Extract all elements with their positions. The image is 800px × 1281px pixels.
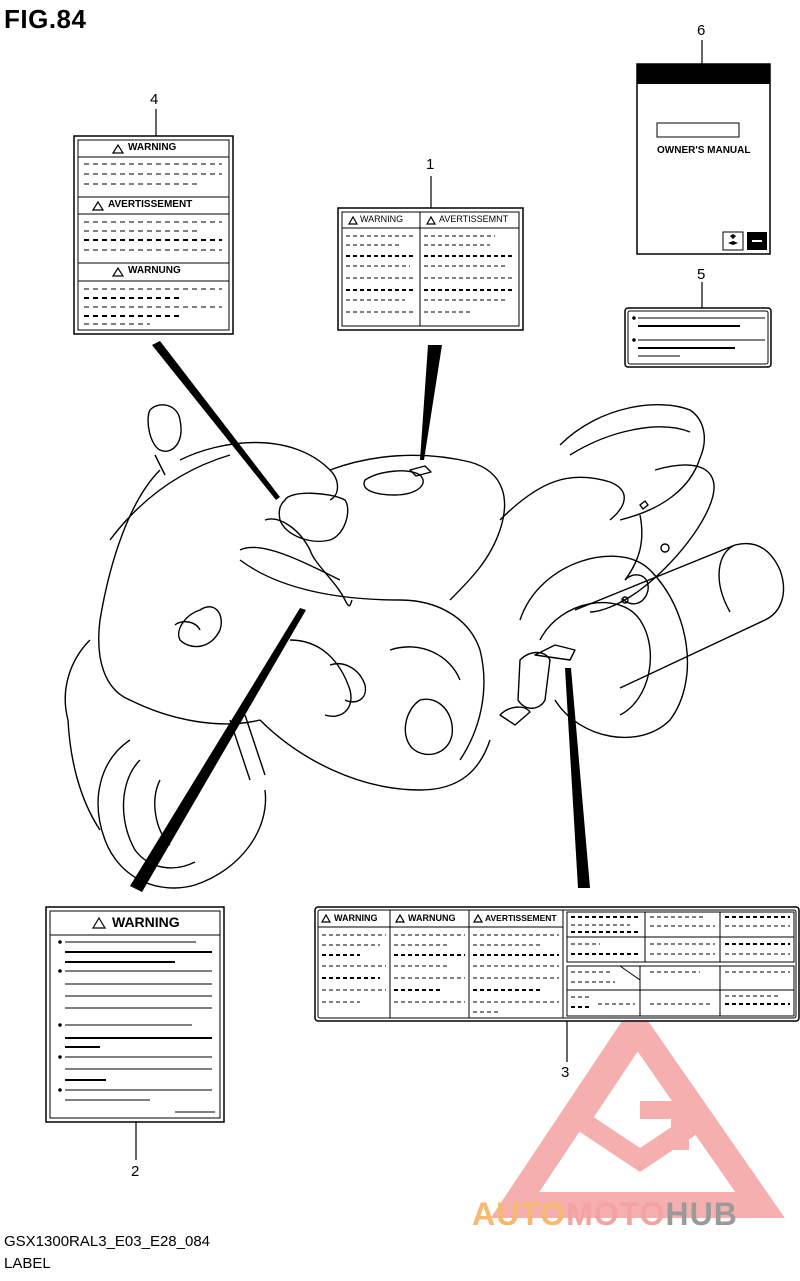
callout-3: 3 [561, 1064, 570, 1081]
owners-manual-title: OWNER'S MANUAL [657, 145, 751, 156]
label2-warning-heading: WARNING [112, 914, 180, 930]
warning-triangle-icons [91, 143, 484, 929]
label4-warnung-heading: WARNUNG [128, 265, 181, 276]
label3-warnung-heading: WARNUNG [408, 913, 456, 923]
watermark-text: AUTOMOTOHUB [472, 1196, 738, 1233]
owners-manual-diagram [636, 63, 771, 255]
watermark-text-auto: AUTO [472, 1196, 567, 1232]
callout-2: 2 [131, 1163, 140, 1180]
label1-warning-heading: WARNING [360, 214, 404, 224]
figure-caption: LABEL [4, 1255, 51, 1272]
leader-lines [130, 40, 703, 1160]
label-5-diagram [624, 307, 772, 368]
watermark-text-moto: MOTO [566, 1196, 666, 1232]
label4-warning-heading: WARNING [128, 142, 177, 153]
label3-avertissement-heading: AVERTISSEMENT [485, 913, 557, 923]
label-4-diagram [73, 135, 234, 335]
label-1-diagram [337, 207, 524, 331]
callout-5: 5 [697, 266, 706, 283]
label1-avertissement-heading: AVERTISSEMNT [439, 214, 509, 224]
callout-6: 6 [697, 22, 706, 39]
motorcycle-drawing [64, 404, 785, 889]
watermark-logo [490, 1001, 785, 1218]
callout-1: 1 [426, 156, 435, 173]
label-2-diagram [45, 906, 225, 1123]
label4-avertissement-heading: AVERTISSEMENT [108, 199, 193, 210]
callout-4: 4 [150, 91, 159, 108]
figure-code: GSX1300RAL3_E03_E28_084 [4, 1233, 211, 1250]
watermark-text-hub: HUB [665, 1196, 738, 1232]
label-3-diagram [314, 906, 800, 1022]
label3-warning-heading: WARNING [334, 913, 378, 923]
figure-title: FIG.84 [4, 4, 87, 34]
